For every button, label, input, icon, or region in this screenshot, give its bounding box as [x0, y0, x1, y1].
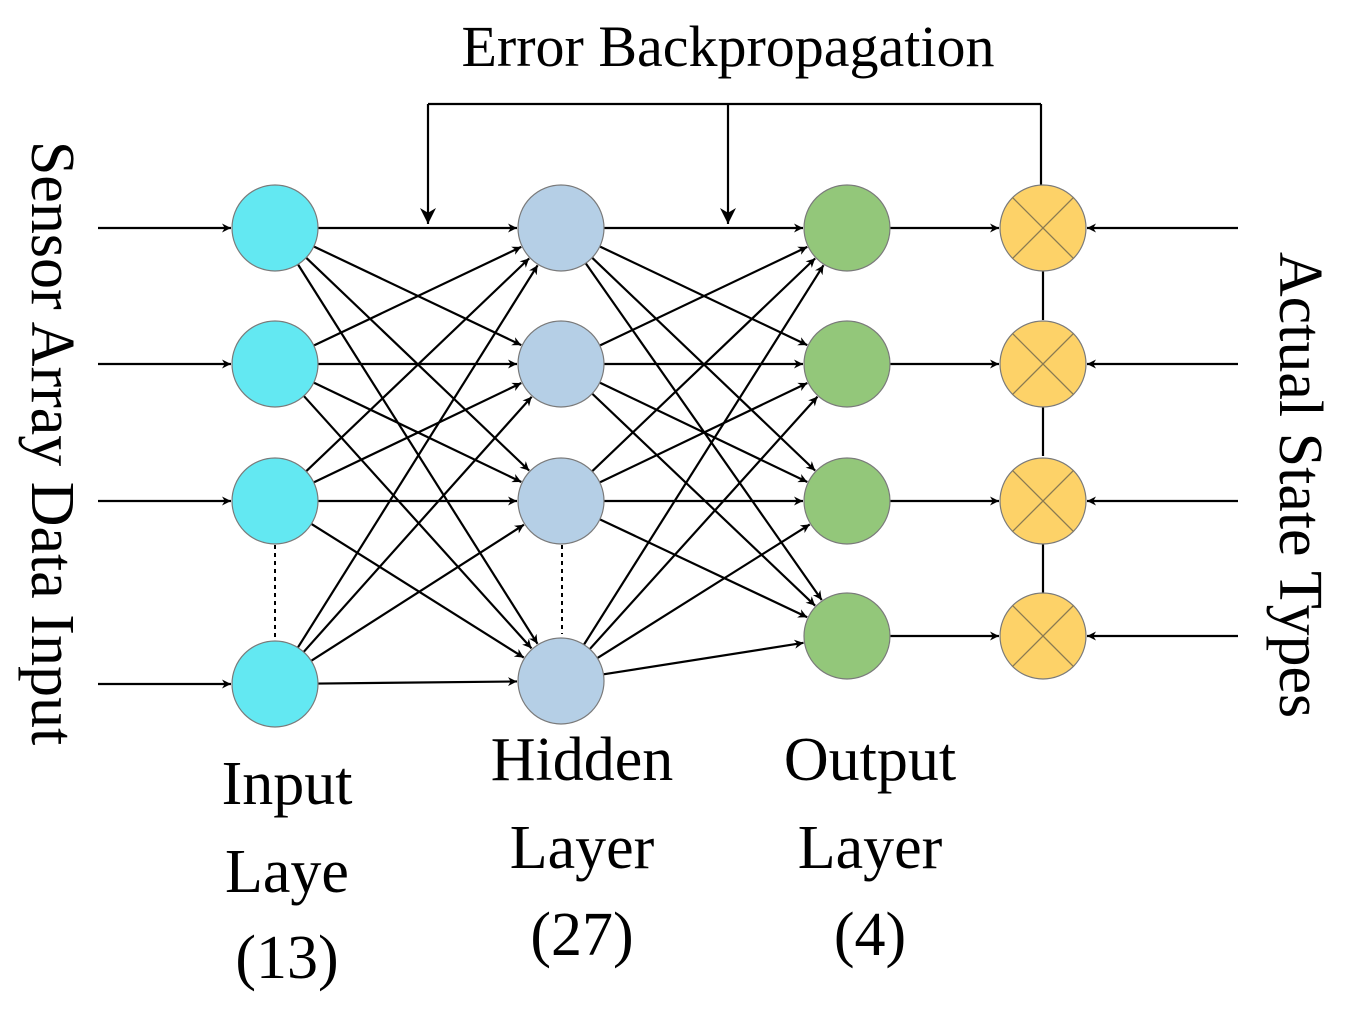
comparator-cross-icon-0: [1012, 197, 1074, 259]
hidden-3-to-output-1-edge: [588, 395, 819, 650]
output-node-0: [803, 184, 891, 272]
input-2-to-hidden-0-edge: [305, 257, 530, 473]
output-layer-label-line1: Output: [784, 726, 956, 794]
hidden-1-to-output-3-edge: [591, 392, 816, 607]
hidden-2-to-output-1-edge: [599, 382, 808, 484]
hidden-layer-label-line3: (27): [530, 901, 633, 969]
input-layer-label-line1: Input: [222, 750, 353, 818]
hidden-2-to-output-3-edge: [599, 518, 808, 619]
network-nodes: [231, 184, 1087, 728]
input-layer-label-line2: Laye: [225, 838, 349, 906]
input-node-0: [231, 184, 319, 272]
input-node-2: [231, 457, 319, 545]
input-2-to-hidden-1-edge: [313, 382, 522, 484]
input-layer-label: Input Laye (13): [222, 750, 353, 992]
output-node-3: [803, 592, 891, 680]
backpropagation-path: [420, 102, 1043, 224]
input-node-1: [231, 320, 319, 408]
output-node-1: [803, 320, 891, 408]
diagram-title: Error Backpropagation: [461, 14, 994, 79]
ellipsis-connectors: [274, 545, 563, 637]
hidden-node-2: [517, 457, 605, 545]
hidden-node-1: [517, 320, 605, 408]
input-layer-label-line3: (13): [235, 924, 338, 992]
hidden-3-to-output-0-edge: [583, 264, 825, 646]
input-1-to-hidden-0-edge: [313, 245, 522, 347]
input-2-to-hidden-3-edge: [310, 522, 525, 659]
hidden-2-to-output-0-edge: [591, 257, 816, 473]
hidden-node-0: [517, 184, 605, 272]
input-0-to-hidden-3-edge: [297, 263, 539, 645]
left-input-label: Sensor Array Data Input: [18, 141, 86, 745]
output-layer-label-line3: (4): [834, 901, 906, 969]
comparator-cross-icon-2: [1012, 470, 1074, 532]
input-3-to-hidden-1-edge: [302, 396, 533, 653]
output-layer-label-line2: Layer: [798, 814, 943, 882]
hidden-3-to-output-3-edge: [603, 639, 804, 676]
hidden-layer-label: Hidden Layer (27): [491, 726, 674, 969]
connection-edges: [98, 223, 1238, 689]
input-node-3: [231, 640, 319, 728]
input-3-to-hidden-3-edge: [317, 677, 518, 687]
input-3-to-hidden-2-edge: [310, 523, 525, 662]
hidden-1-to-output-0-edge: [599, 245, 808, 347]
output-node-2: [803, 457, 891, 545]
hidden-layer-label-line1: Hidden: [491, 726, 674, 794]
hidden-3-to-output-2-edge: [596, 523, 811, 660]
comparator-cross-icon-1: [1012, 333, 1074, 395]
hidden-node-3: [517, 637, 605, 725]
output-layer-label: Output Layer (4): [784, 726, 956, 969]
comparator-cross-icon-3: [1012, 605, 1074, 667]
hidden-layer-label-line2: Layer: [510, 814, 655, 882]
right-state-label: Actual State Types: [1266, 252, 1334, 718]
input-3-to-hidden-0-edge: [296, 264, 539, 649]
